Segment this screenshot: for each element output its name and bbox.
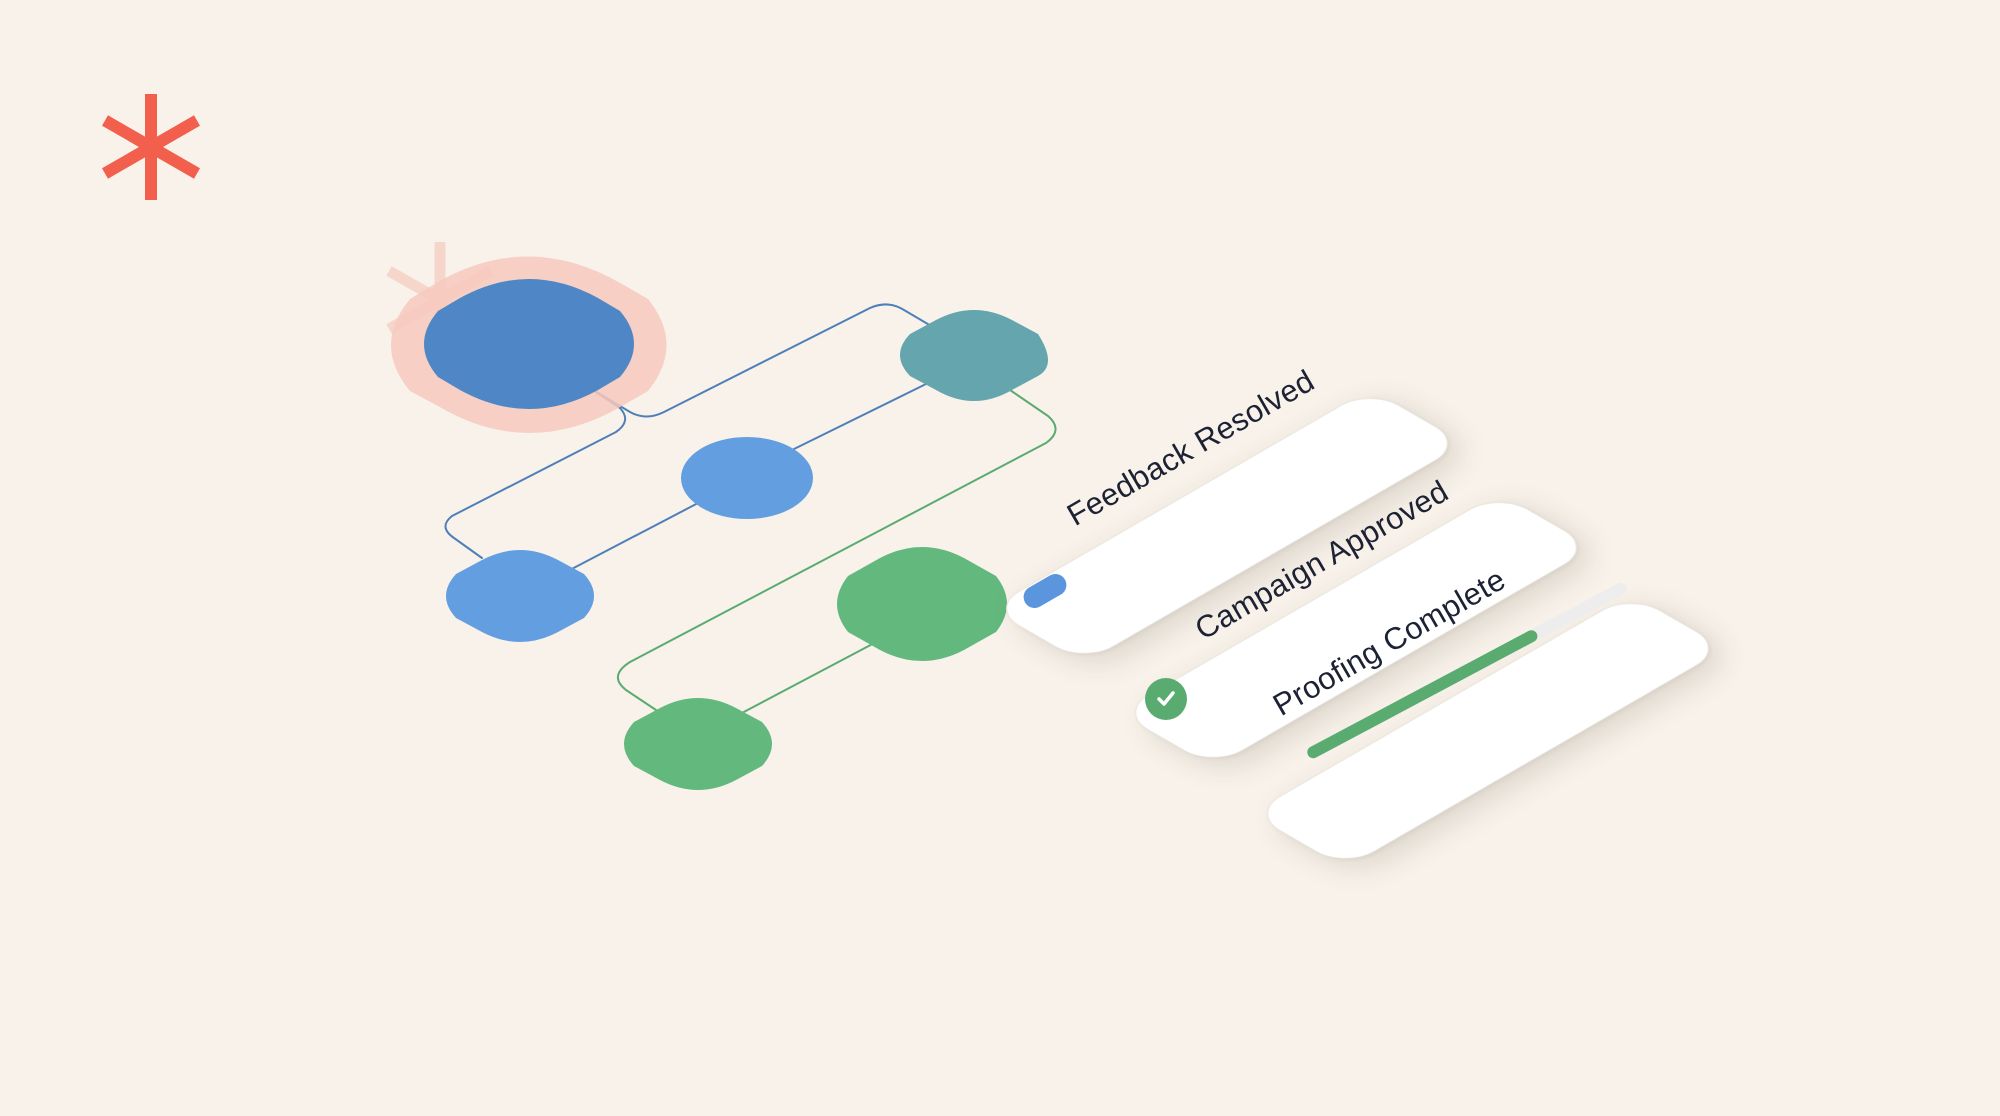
connector-draft-to-hub bbox=[565, 501, 701, 573]
connector-review-to-publish bbox=[617, 389, 1057, 711]
start-node[interactable] bbox=[424, 279, 634, 409]
connector-start-to-review bbox=[589, 303, 939, 418]
approve-node[interactable] bbox=[837, 547, 1007, 661]
draft-node[interactable] bbox=[446, 550, 594, 642]
publish-node[interactable] bbox=[624, 698, 772, 790]
asterisk-logo-icon bbox=[102, 94, 200, 200]
connector-hub-to-review bbox=[791, 383, 927, 451]
hub-node[interactable] bbox=[681, 437, 813, 519]
check-circle-icon bbox=[1145, 678, 1187, 720]
review-node[interactable] bbox=[900, 310, 1048, 401]
connector-publish-to-approve bbox=[739, 639, 881, 715]
connector-start-to-draft bbox=[444, 387, 627, 559]
